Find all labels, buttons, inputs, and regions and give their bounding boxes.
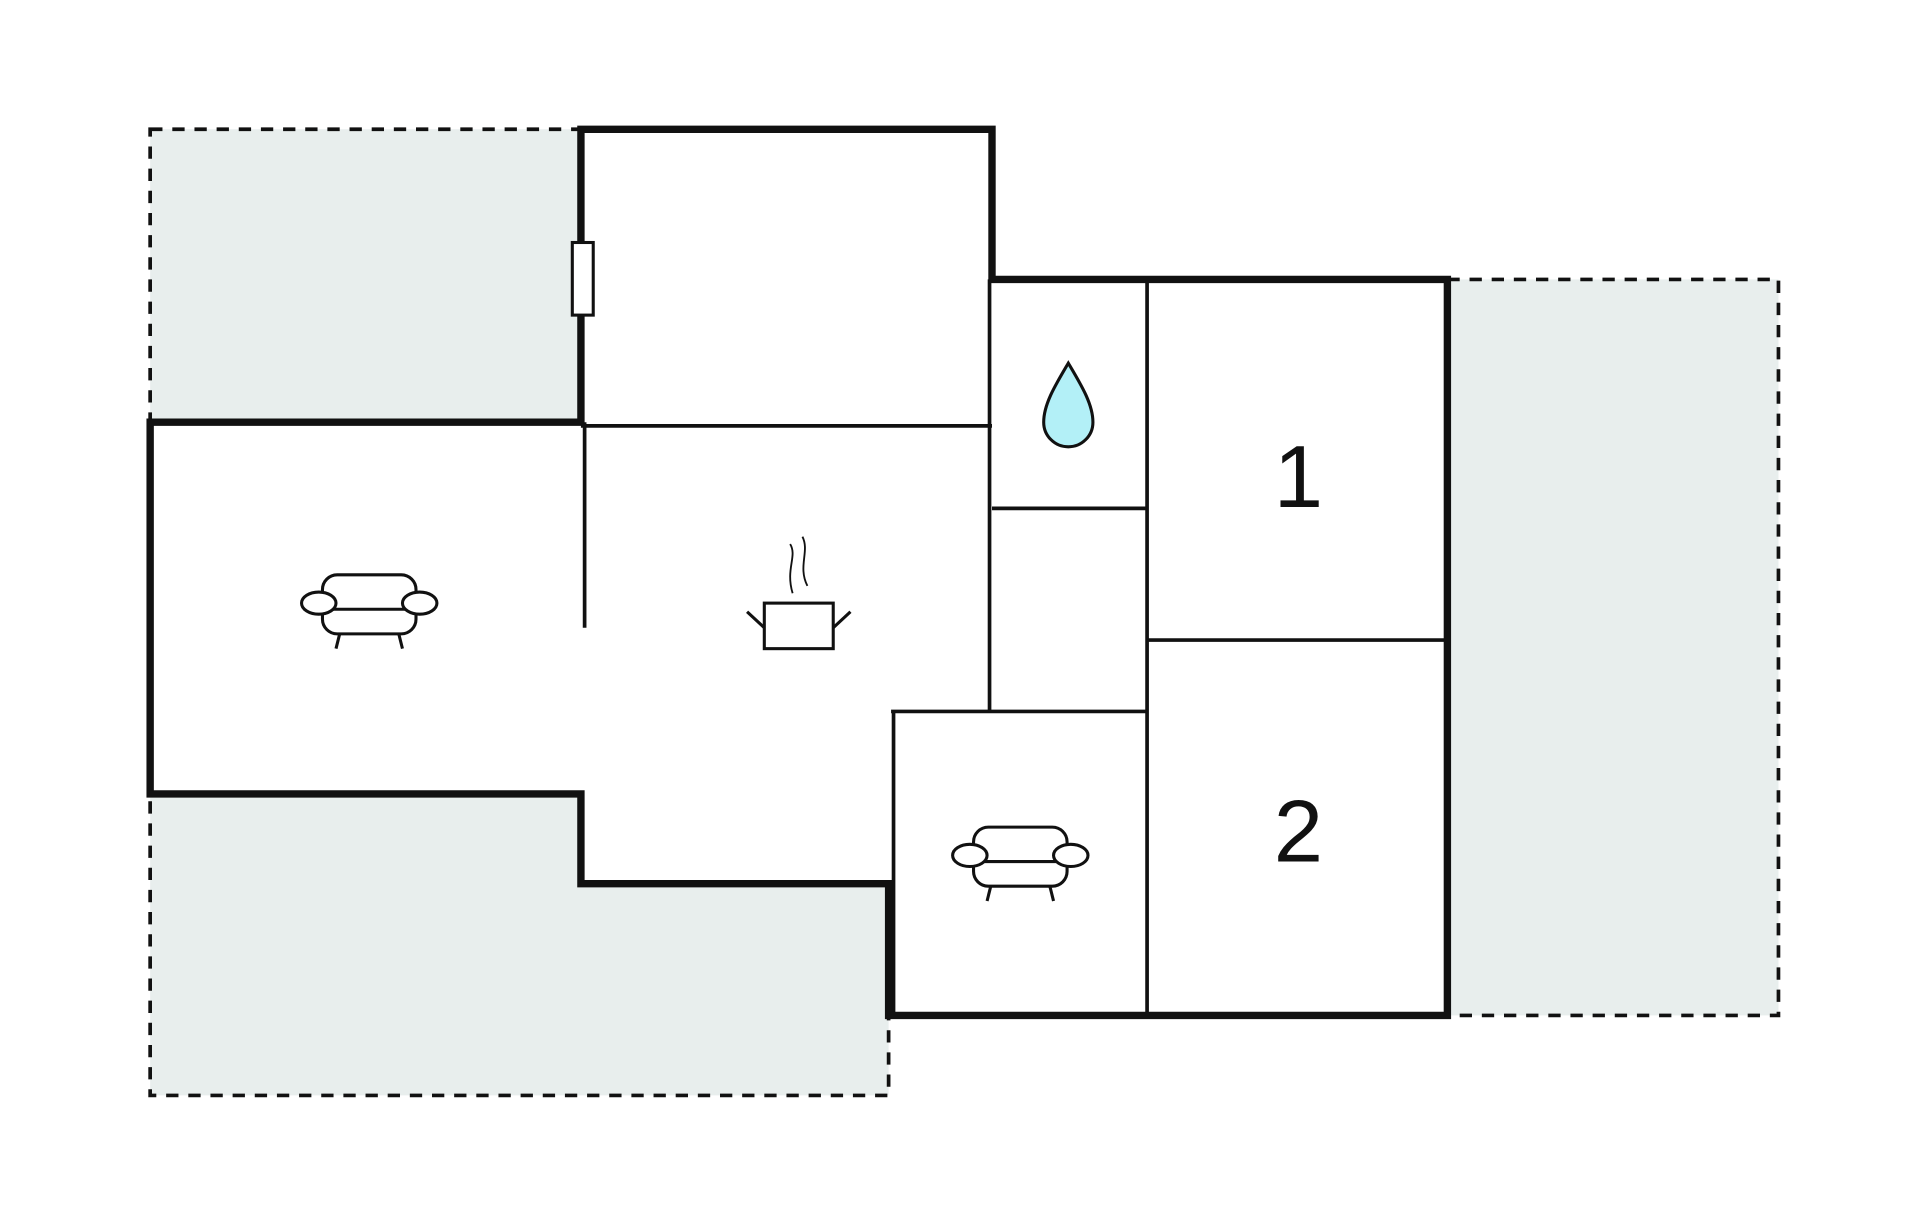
room-label-1: 1	[1274, 427, 1323, 526]
sofa-icon	[300, 573, 439, 650]
terrace-right	[1445, 277, 1781, 1018]
exterior-walls	[146, 125, 1452, 1020]
sofa-icon	[951, 825, 1090, 902]
room-label-2: 2	[1274, 782, 1323, 881]
door-icon	[570, 240, 595, 317]
interior-walls	[580, 279, 1448, 1016]
terrace-top-left	[148, 127, 583, 425]
water-drop-icon	[1042, 360, 1095, 449]
cooking-pot-icon	[746, 536, 852, 651]
